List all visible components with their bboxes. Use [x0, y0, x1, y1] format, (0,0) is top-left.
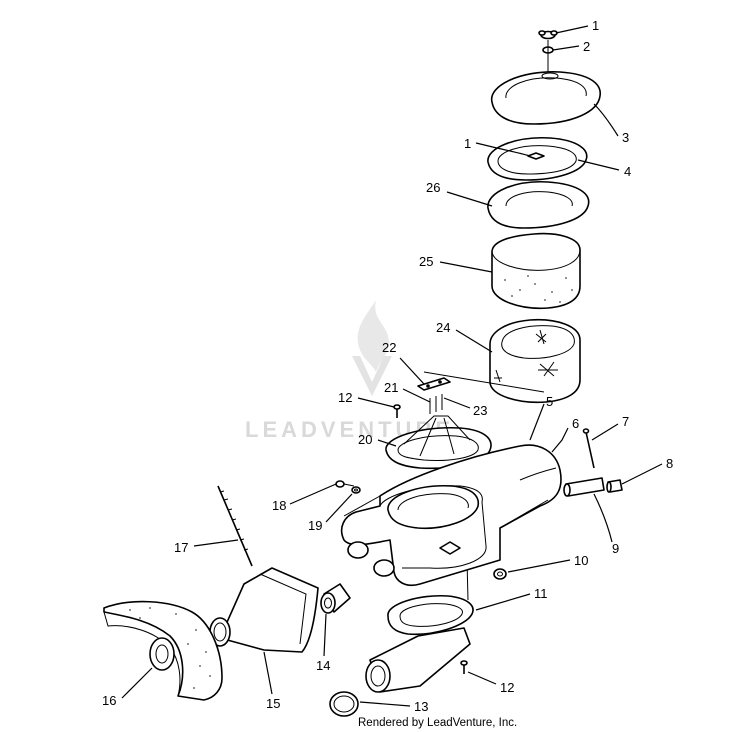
- part-screw-lower: [460, 660, 468, 674]
- part-mounting-plate: [417, 377, 451, 391]
- callout-1-mid: 1: [464, 136, 471, 151]
- part-intake-duct: [209, 567, 319, 653]
- part-screw-18: [335, 480, 355, 488]
- callout-labels: 1 2 3 1 4 26 25 24 22 21 12 23 5 20 6 7 …: [102, 18, 673, 714]
- callout-11: 11: [534, 586, 548, 601]
- callout-9: 9: [612, 541, 619, 556]
- part-pins: [429, 394, 443, 414]
- part-washer: [542, 40, 554, 72]
- callout-4: 4: [624, 164, 631, 179]
- part-air-box-cover: [491, 71, 601, 125]
- callout-25: 25: [419, 254, 433, 269]
- callout-8: 8: [666, 456, 673, 471]
- part-breather-hose: [563, 477, 605, 497]
- callout-24: 24: [436, 320, 450, 335]
- part-gasket-ring: [487, 137, 588, 181]
- callout-22: 22: [382, 340, 396, 355]
- callout-6: 6: [572, 416, 579, 431]
- callout-20: 20: [358, 432, 372, 447]
- callout-1-top: 1: [592, 18, 599, 33]
- part-washer-19: [351, 486, 361, 494]
- part-long-bolt: [217, 485, 253, 567]
- part-end-cap: [329, 691, 359, 717]
- part-foam-prefilter: [491, 232, 581, 310]
- part-inlet-tube: [365, 627, 471, 693]
- callout-13: 13: [414, 699, 428, 714]
- part-lower-gasket: [387, 594, 474, 636]
- part-main-air-box: [340, 444, 562, 587]
- callout-10: 10: [574, 553, 588, 568]
- part-wing-nut-top: [538, 30, 558, 40]
- callout-12-lower: 12: [500, 680, 514, 695]
- watermark-logo: [352, 300, 392, 396]
- part-screw-upper: [393, 404, 401, 418]
- callout-26: 26: [426, 180, 440, 195]
- callout-18: 18: [272, 498, 286, 513]
- callout-12-upper: 12: [338, 390, 352, 405]
- callout-14: 14: [316, 658, 330, 673]
- part-filter-support: [385, 415, 492, 470]
- callout-16: 16: [102, 693, 116, 708]
- callout-17: 17: [174, 540, 188, 555]
- part-coupler: [320, 583, 351, 614]
- callout-23: 23: [473, 403, 487, 418]
- leader-lines: [121, 25, 663, 707]
- part-heat-shield: [103, 600, 223, 701]
- part-air-filter-element: [489, 318, 581, 404]
- part-seal: [487, 181, 590, 229]
- callout-7: 7: [622, 414, 629, 429]
- credit-text: Rendered by LeadVenture, Inc.: [358, 717, 517, 729]
- part-bolt-7: [582, 428, 595, 469]
- part-grommet: [493, 568, 507, 580]
- part-hose-clamp: [606, 479, 623, 493]
- callout-15: 15: [266, 696, 280, 711]
- callout-2: 2: [583, 39, 590, 54]
- callout-21: 21: [384, 380, 398, 395]
- callout-5: 5: [546, 394, 553, 409]
- callout-19: 19: [308, 518, 322, 533]
- callout-3: 3: [622, 130, 629, 145]
